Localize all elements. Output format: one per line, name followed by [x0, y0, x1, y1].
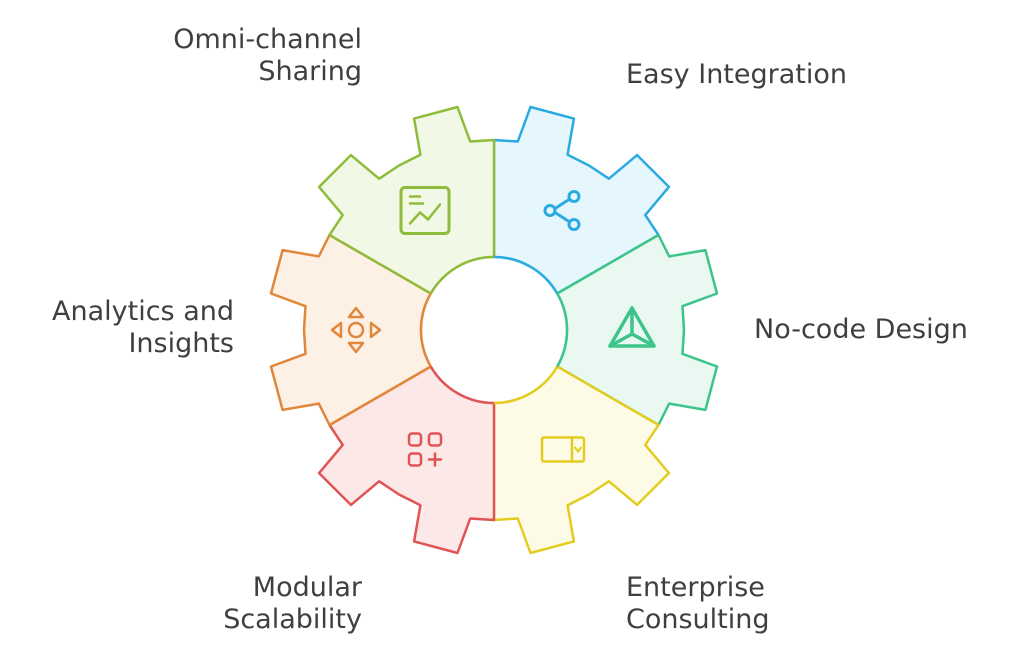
hub-arc-omni — [493, 255, 559, 295]
hub-arc-analytics — [429, 255, 495, 295]
label-modular-scalability: Modular Scalability — [223, 572, 362, 635]
label-no-code-design: No-code Design — [754, 314, 968, 345]
gear-segments — [269, 105, 719, 555]
prism-icon — [608, 306, 656, 348]
share-icon — [543, 189, 581, 231]
dropdown-field-icon — [540, 436, 586, 463]
label-omni-channel-sharing: Omni-channel Sharing — [173, 24, 362, 87]
move-arrows-icon — [330, 306, 382, 354]
hub-arcs — [419, 255, 569, 405]
chart-board-icon — [399, 185, 451, 235]
hub-arc-consulting — [429, 365, 495, 405]
label-enterprise-consulting: Enterprise Consulting — [626, 572, 770, 635]
label-easy-integration: Easy Integration — [626, 59, 848, 90]
hub-arc-integration — [556, 292, 569, 368]
gear-icons — [330, 185, 656, 467]
add-grid-icon — [407, 432, 443, 467]
label-analytics-and-insights: Analytics and Insights — [52, 296, 234, 359]
hub-arc-scalability — [419, 292, 432, 368]
hub-arc-nocode — [493, 365, 559, 405]
